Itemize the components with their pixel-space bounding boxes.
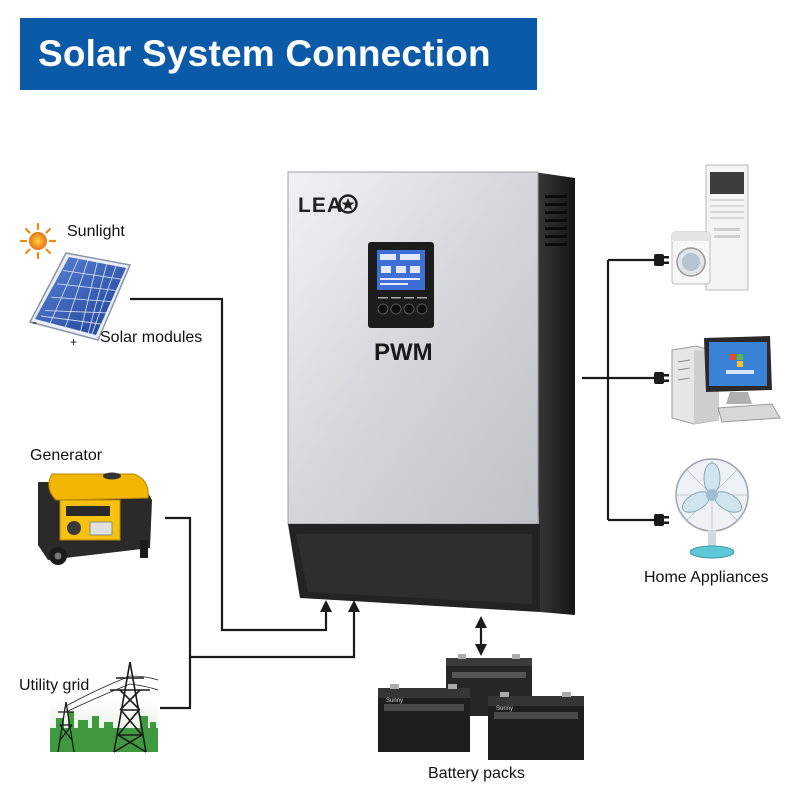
generator-icon <box>38 472 152 565</box>
utility-grid-label: Utility grid <box>19 677 90 694</box>
title-banner: Solar System Connection <box>20 18 537 90</box>
battery-brand-label: Sunny <box>386 698 403 704</box>
sun-icon <box>19 222 57 260</box>
panel-positive-sign: + <box>70 335 78 349</box>
windows-logo-icon <box>730 354 743 367</box>
page-title: Solar System Connection <box>38 33 491 74</box>
washing-machine-icon <box>671 231 711 285</box>
generator-label: Generator <box>30 447 103 464</box>
fan-icon <box>675 458 749 559</box>
utility-connection-line <box>160 657 192 710</box>
plug-icon <box>654 254 669 526</box>
sunlight-label: Sunlight <box>67 223 125 240</box>
panel-negative-sign: - <box>32 314 37 331</box>
connection-lines <box>130 258 654 710</box>
solar-connection-line <box>130 297 328 632</box>
battery-packs-label: Battery packs <box>428 765 525 782</box>
battery-brand-label: Sunny <box>496 706 513 712</box>
solar-panel-icon <box>28 252 132 341</box>
inverter-model: PWM <box>374 339 433 366</box>
computer-icon <box>671 336 781 425</box>
battery-icon: Sunny Sunny <box>378 654 584 760</box>
home-appliances-label: Home Appliances <box>644 569 769 586</box>
solar-modules-label: Solar modules <box>100 329 203 346</box>
arrow-up-icon <box>320 600 360 612</box>
air-conditioner-icon <box>705 164 749 291</box>
inverter-brand: LEA <box>298 194 343 217</box>
power-tower-icon <box>50 661 159 753</box>
inverter-unit: LEA PWM <box>287 171 575 615</box>
brand-logo-icon <box>338 194 358 214</box>
double-arrow-icon <box>475 616 487 656</box>
